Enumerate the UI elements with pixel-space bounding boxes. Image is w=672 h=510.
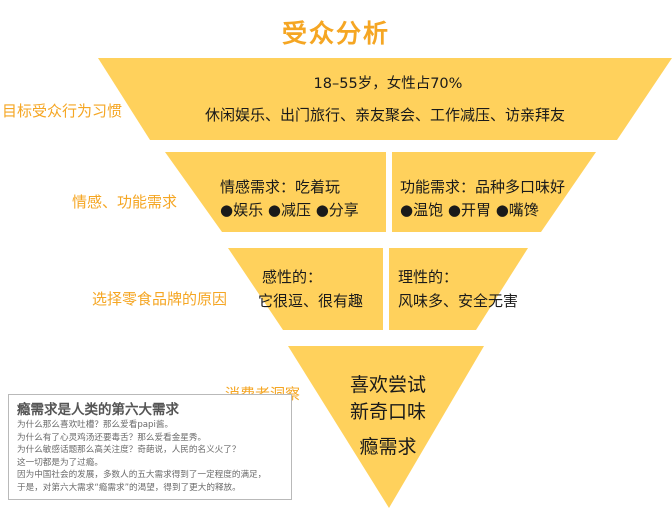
tier-3-left-block [228, 248, 383, 330]
note-box: 瘾需求是人类的第六大需求 为什么那么喜欢吐槽？那么爱看papi酱。 为什么有了心… [8, 394, 292, 500]
tier-4-insight-line-2: 新奇口味 [349, 401, 426, 423]
note-line: 为什么敏感话题那么高关注度？奇葩说，人民的名义火了？ [17, 445, 241, 456]
diagram-title: 受众分析 [281, 19, 390, 48]
tier-1-block [98, 58, 672, 140]
tier-2-emotional-title: 情感需求：吃着玩 [220, 178, 341, 196]
side-label-behavior: 目标受众行为习惯 [2, 102, 123, 120]
tier-3-rational-reason: 风味多、安全无害 [398, 292, 519, 310]
tier-3-right-block [389, 248, 528, 330]
tier-3-emotional-title: 感性的： [262, 268, 323, 286]
note-line: 于是，对第六大需求“瘾需求”的渴望，得到了更大的释放。 [17, 482, 241, 493]
tier-4-block [288, 346, 484, 508]
note-line: 为什么有了心灵鸡汤还要毒舌？那么爱看金星秀。 [17, 432, 207, 443]
tier-4-insight-line-1: 喜欢尝试 [349, 374, 426, 396]
tier-2-left-block [165, 152, 386, 232]
tier-3-emotional-reason: 它很逗、很有趣 [258, 292, 364, 310]
tier-2-emotional-items: ●娱乐 ●减压 ●分享 [220, 201, 359, 219]
tier-4-insight-line-3: 瘾需求 [359, 436, 417, 458]
tier-2-functional-items: ●温饱 ●开胃 ●嘴馋 [400, 201, 539, 219]
tier-2-right-block [392, 152, 596, 232]
note-line: 这一切都是为了过瘾。 [17, 457, 103, 468]
tier-2-functional-title: 功能需求：品种多口味好 [400, 178, 566, 196]
side-label-needs: 情感、功能需求 [72, 193, 178, 211]
note-line: 为什么那么喜欢吐槽？那么爱看papi酱。 [17, 420, 174, 430]
note-line: 因为中国社会的发展，多数人的五大需求得到了一定程度的满足， [17, 470, 267, 481]
tier-1-habits: 休闲娱乐、出门旅行、亲友聚会、工作减压、访亲拜友 [204, 106, 565, 124]
tier-3-rational-title: 理性的： [398, 268, 459, 286]
note-title: 瘾需求是人类的第六大需求 [17, 402, 179, 418]
tier-1-demographic: 18–55岁，女性占70% [313, 76, 463, 92]
side-label-reasons: 选择零食品牌的原因 [92, 290, 228, 308]
